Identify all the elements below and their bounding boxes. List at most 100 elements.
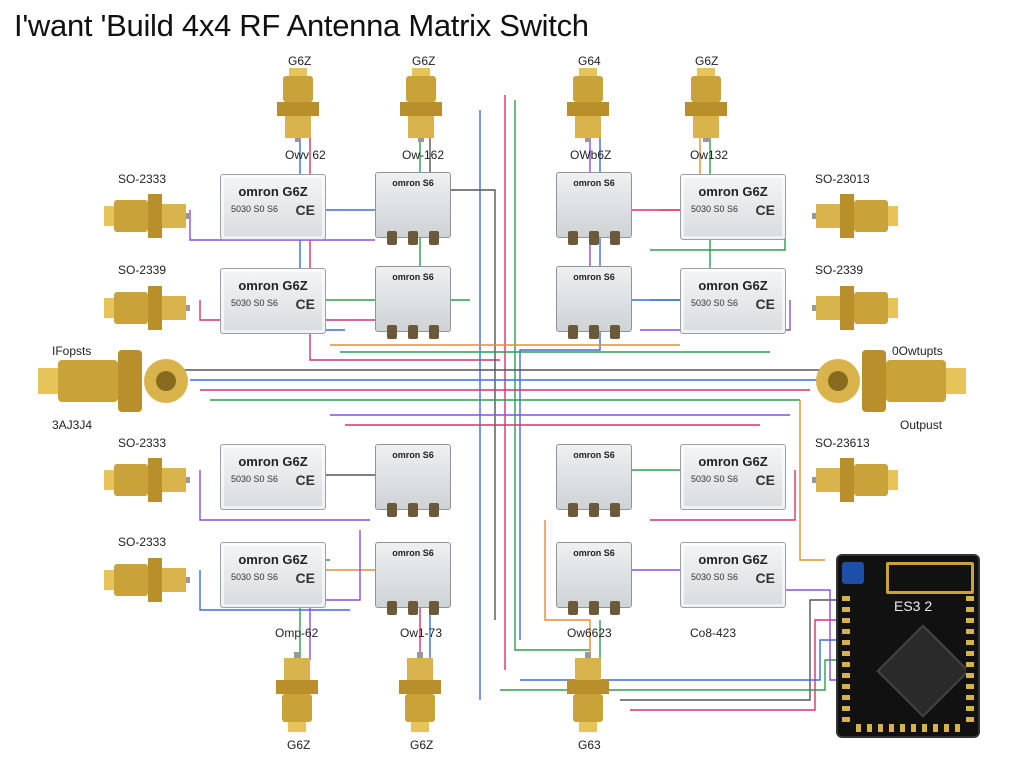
- right-connector-label: SO-2339: [815, 263, 864, 277]
- small-relay-brand: omron S6: [573, 178, 615, 188]
- pin-header-bottom: [856, 724, 960, 732]
- bottom-part-label: Omp-62: [275, 626, 319, 640]
- small-relay-brand: omron S6: [392, 178, 434, 188]
- relay-spec: 5030 S0 S6: [691, 204, 739, 214]
- sma-connector-icon: [104, 286, 190, 330]
- small-relay-brand: omron S6: [392, 450, 434, 460]
- small-relay: omron S6: [556, 172, 632, 245]
- input-sub-label: 3AJ3J4: [52, 418, 93, 432]
- small-relay: omron S6: [375, 172, 451, 245]
- wire: [519, 130, 601, 640]
- ce-mark: CE: [295, 570, 315, 586]
- relay-brand: omron G6Z: [238, 278, 308, 293]
- sma-connector-icon: [399, 652, 441, 732]
- small-relay: omron S6: [375, 266, 451, 339]
- wire: [650, 470, 796, 521]
- sma-connector-icon: [276, 652, 318, 732]
- diagram-title: I'want 'Build 4x4 RF Antenna Matrix Swit…: [14, 8, 589, 43]
- wire: [189, 210, 375, 241]
- relay-spec: 5030 S0 S6: [231, 572, 279, 582]
- relay-module: omron G6Z 5030 S0 S6 CE: [220, 268, 326, 334]
- relay-spec: 5030 S0 S6: [231, 474, 279, 484]
- relay-pins: [382, 325, 444, 339]
- relay-pins: [382, 601, 444, 615]
- small-relay: omron S6: [556, 542, 632, 615]
- ce-mark: CE: [755, 296, 775, 312]
- ce-mark: CE: [755, 202, 775, 218]
- wire: [309, 530, 361, 660]
- sma-connector-icon: [812, 194, 898, 238]
- relay-brand: omron G6Z: [698, 278, 768, 293]
- output-label: 0Owtupts: [892, 344, 943, 358]
- relay-module: omron G6Z 5030 S0 S6 CE: [680, 444, 786, 510]
- relay-pins: [382, 503, 444, 517]
- relay-brand: omron G6Z: [238, 552, 308, 567]
- wire: [429, 130, 496, 620]
- bottom-part-label: Ow6623: [567, 626, 612, 640]
- relay-brand: omron G6Z: [698, 552, 768, 567]
- bottom-connector-label: G6Z: [410, 738, 434, 752]
- sma-connector-icon: [567, 68, 609, 142]
- sma-connector-icon: [38, 350, 188, 412]
- small-relay: omron S6: [375, 542, 451, 615]
- relay-pins: [563, 231, 625, 245]
- bottom-connector-label: G6Z: [287, 738, 311, 752]
- pin-header-left: [842, 596, 850, 726]
- relay-brand: omron G6Z: [698, 184, 768, 199]
- sma-connector-icon: [816, 350, 966, 412]
- relay-module: omron G6Z 5030 S0 S6 CE: [220, 444, 326, 510]
- bottom-connector-label: G63: [578, 738, 601, 752]
- relay-spec: 5030 S0 S6: [231, 298, 279, 308]
- small-relay-brand: omron S6: [392, 548, 434, 558]
- wire: [760, 589, 840, 681]
- small-relay-brand: omron S6: [573, 450, 615, 460]
- sma-connector-icon: [400, 68, 442, 142]
- sma-connector-icon: [685, 68, 727, 142]
- small-relay: omron S6: [556, 444, 632, 517]
- relay-module: omron G6Z 5030 S0 S6 CE: [680, 174, 786, 240]
- ce-mark: CE: [755, 570, 775, 586]
- input-label: IFopsts: [52, 344, 92, 358]
- relay-pins: [563, 601, 625, 615]
- ce-mark: CE: [295, 202, 315, 218]
- mcu-label: ES3 2: [894, 598, 933, 614]
- sma-connector-icon: [104, 194, 190, 238]
- pin-header-right: [966, 596, 974, 726]
- relay-pins: [563, 503, 625, 517]
- small-relay-brand: omron S6: [392, 272, 434, 282]
- wire: [500, 659, 840, 691]
- left-connector-label: SO-2333: [118, 436, 167, 450]
- relay-brand: omron G6Z: [238, 454, 308, 469]
- top-connector-label: G6Z: [695, 54, 719, 68]
- sma-connector-icon: [812, 458, 898, 502]
- relay-brand: omron G6Z: [698, 454, 768, 469]
- relay-module: omron G6Z 5030 S0 S6 CE: [220, 542, 326, 608]
- ce-mark: CE: [295, 472, 315, 488]
- bottom-part-label: Co8-423: [690, 626, 737, 640]
- top-part-label: OWb6Z: [570, 148, 612, 162]
- wire: [799, 400, 825, 561]
- relay-pins: [563, 325, 625, 339]
- relay-spec: 5030 S0 S6: [691, 572, 739, 582]
- ce-mark: CE: [295, 296, 315, 312]
- pcb-antenna-icon: [886, 562, 974, 594]
- left-connector-label: SO-2333: [118, 172, 167, 186]
- left-connector-label: SO-2333: [118, 535, 167, 549]
- right-connector-label: SO-23013: [815, 172, 870, 186]
- relay-module: omron G6Z 5030 S0 S6 CE: [680, 542, 786, 608]
- wire: [199, 470, 370, 521]
- wire: [630, 619, 840, 711]
- right-connector-label: SO-23613: [815, 436, 870, 450]
- sma-connector-icon: [104, 458, 190, 502]
- relay-brand: omron G6Z: [238, 184, 308, 199]
- mcu-chip-icon: [876, 624, 970, 718]
- sma-connector-icon: [104, 558, 190, 602]
- sma-connector-icon: [567, 652, 609, 732]
- small-relay: omron S6: [556, 266, 632, 339]
- top-connector-label: G6Z: [412, 54, 436, 68]
- relay-spec: 5030 S0 S6: [691, 298, 739, 308]
- relay-spec: 5030 S0 S6: [231, 204, 279, 214]
- small-relay-brand: omron S6: [573, 548, 615, 558]
- top-part-label: Ow132: [690, 148, 729, 162]
- output-sub-label: Outpust: [900, 418, 943, 432]
